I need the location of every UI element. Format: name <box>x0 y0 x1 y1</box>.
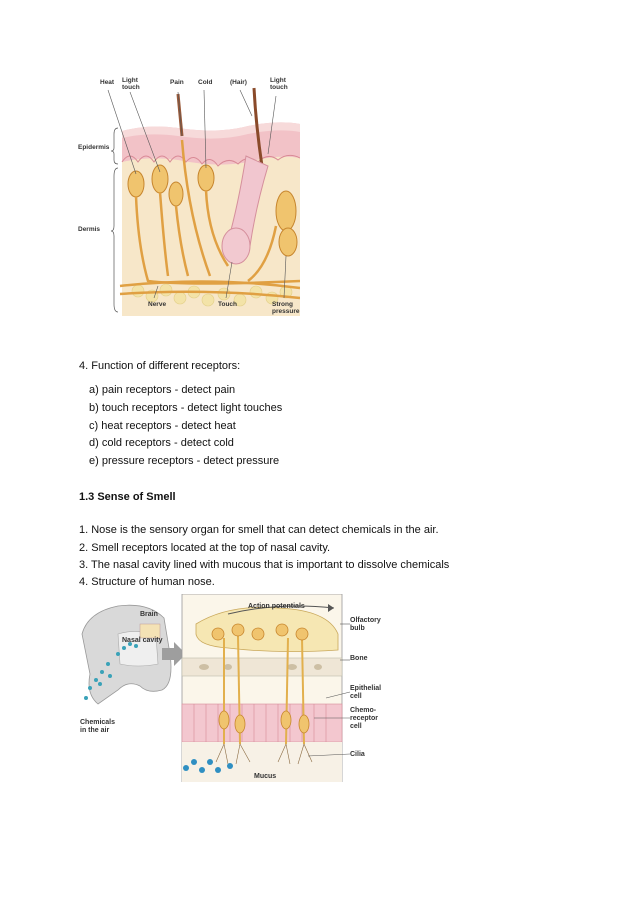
label-heat: Heat <box>100 79 115 86</box>
label-bone: Bone <box>350 655 368 662</box>
label-nasal-cavity: Nasal cavity <box>122 637 163 644</box>
receptors-heading: 4. Function of different receptors: <box>79 360 241 372</box>
receptor-item: d) cold receptors - detect cold <box>89 437 234 449</box>
receptor-item: b) touch receptors - detect light touche… <box>89 402 283 414</box>
label-pain: Pain <box>170 79 184 86</box>
smell-point: 1. Nose is the sensory organ for smell t… <box>79 524 439 536</box>
section-title: 1.3 Sense of Smell <box>79 491 176 503</box>
label-hair: (Hair) <box>230 79 247 86</box>
label-touch: Touch <box>218 301 237 308</box>
label-action-potentials: Action potentials <box>248 603 305 610</box>
smell-point: 3. The nasal cavity lined with mucous th… <box>79 559 450 571</box>
label-dermis: Dermis <box>78 226 100 233</box>
receptor-item: c) heat receptors - detect heat <box>89 420 236 432</box>
receptor-item: a) pain receptors - detect pain <box>89 384 236 396</box>
label-cilia: Cilia <box>350 751 365 758</box>
label-epidermis: Epidermis <box>78 144 110 151</box>
label-cold: Cold <box>198 79 212 86</box>
smell-point: 4. Structure of human nose. <box>79 576 215 588</box>
smell-point: 2. Smell receptors located at the top of… <box>79 542 331 554</box>
label-brain: Brain <box>140 611 158 618</box>
receptor-item: e) pressure receptors - detect pressure <box>89 455 280 467</box>
label-nerve: Nerve <box>148 301 166 308</box>
label-mucus: Mucus <box>254 773 276 780</box>
